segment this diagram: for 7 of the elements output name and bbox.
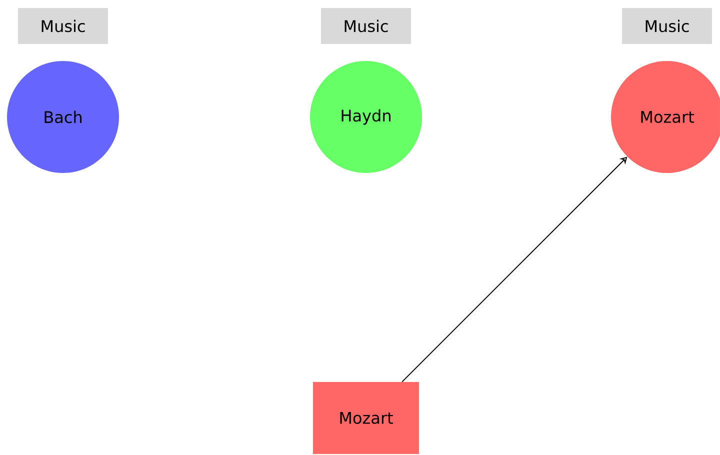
tag-label: Music (18, 8, 108, 44)
arrow (402, 156, 628, 382)
circle-node: Haydn (310, 61, 422, 173)
circle-node: Bach (7, 61, 119, 173)
box-node: Mozart (313, 382, 419, 454)
tag-label: Music (622, 8, 712, 44)
tag-label: Music (321, 8, 411, 44)
